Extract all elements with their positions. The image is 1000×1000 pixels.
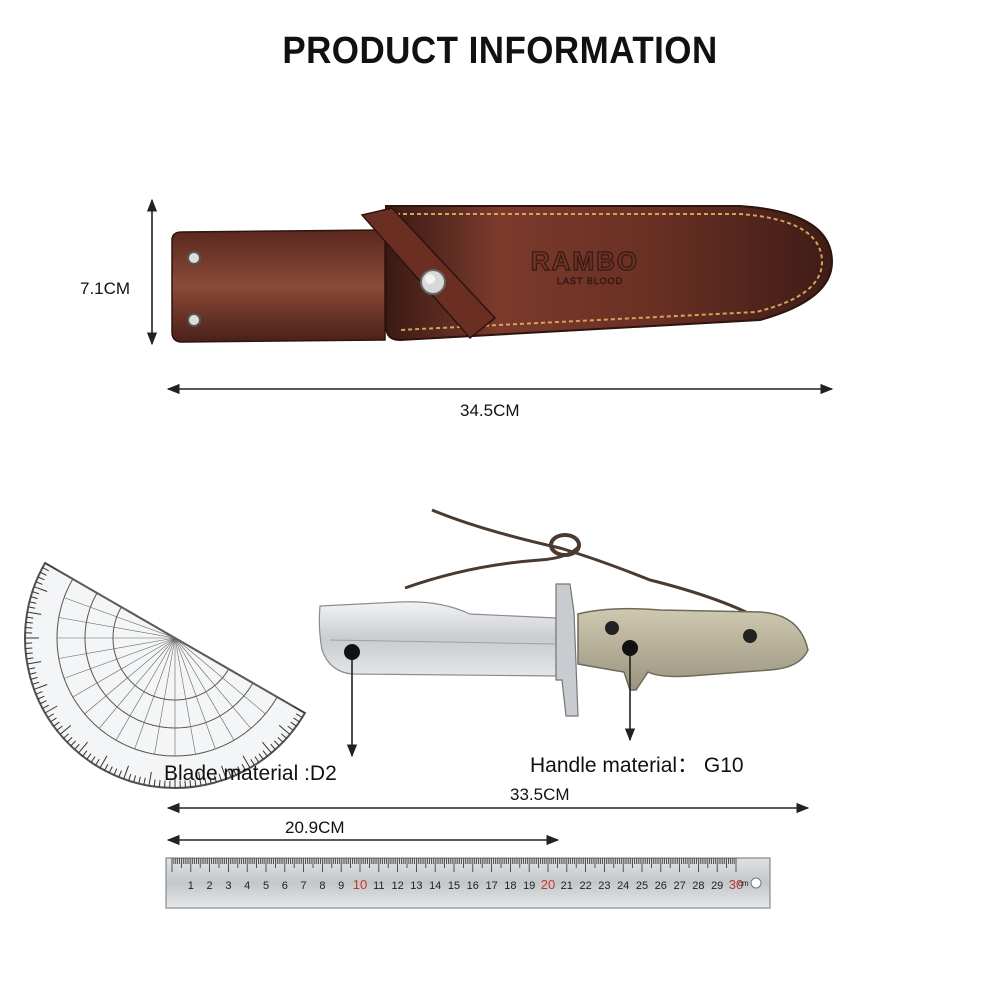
ruler-number: 22 bbox=[579, 880, 591, 892]
ruler-number: 6 bbox=[282, 880, 288, 892]
sheath-length-label: 34.5CM bbox=[460, 401, 520, 420]
ruler-number: 26 bbox=[655, 880, 667, 892]
protractor-image bbox=[24, 561, 307, 789]
ruler-number: 10 bbox=[353, 877, 367, 892]
ruler-number: 7 bbox=[301, 880, 307, 892]
ruler-number: 1 bbox=[188, 880, 194, 892]
ruler-number: 13 bbox=[410, 880, 422, 892]
ruler-number: 12 bbox=[391, 880, 403, 892]
sheath-brand-text: RAMBO bbox=[531, 246, 639, 276]
ruler-number: 23 bbox=[598, 880, 610, 892]
blade-indicator-dot bbox=[344, 644, 360, 660]
page-title: PRODUCT INFORMATION bbox=[282, 30, 718, 72]
blade-material-label: Blade material :D2 bbox=[164, 762, 337, 785]
handle-material-label: Handle material： G10 bbox=[530, 754, 744, 777]
ruler-number: 25 bbox=[636, 880, 648, 892]
ruler-number: 11 bbox=[373, 880, 384, 892]
ruler-number: 27 bbox=[673, 880, 685, 892]
ruler-number: 21 bbox=[561, 880, 573, 892]
handle-indicator-dot bbox=[622, 640, 638, 656]
ruler-number: 18 bbox=[504, 880, 516, 892]
ruler-number: 4 bbox=[244, 880, 250, 892]
ruler-number: 14 bbox=[429, 880, 441, 892]
sheath-height-label: 7.1CM bbox=[80, 279, 131, 298]
ruler-number: 2 bbox=[207, 880, 213, 892]
sheath-image: RAMBO LAST BLOOD bbox=[171, 205, 834, 343]
knife-length-label: 33.5CM bbox=[510, 785, 570, 804]
ruler-number: 5 bbox=[263, 880, 269, 892]
ruler-number: 29 bbox=[711, 880, 723, 892]
ruler-number: 3 bbox=[225, 880, 231, 892]
ruler-number: 15 bbox=[448, 880, 460, 892]
ruler-number: 20 bbox=[541, 877, 555, 892]
ruler-number: 19 bbox=[523, 880, 535, 892]
sheath-subbrand-text: LAST BLOOD bbox=[557, 276, 623, 286]
blade-length-label: 20.9CM bbox=[285, 818, 345, 837]
knife-image bbox=[318, 508, 809, 717]
ruler-number: 24 bbox=[617, 880, 629, 892]
ruler-number: 8 bbox=[319, 880, 325, 892]
ruler-number: 28 bbox=[692, 880, 704, 892]
ruler-unit: cm bbox=[738, 879, 749, 888]
ruler-number: 17 bbox=[485, 880, 497, 892]
ruler-number: 9 bbox=[338, 880, 344, 892]
ruler-number: 30 bbox=[729, 877, 743, 892]
ruler-number: 16 bbox=[467, 880, 479, 892]
